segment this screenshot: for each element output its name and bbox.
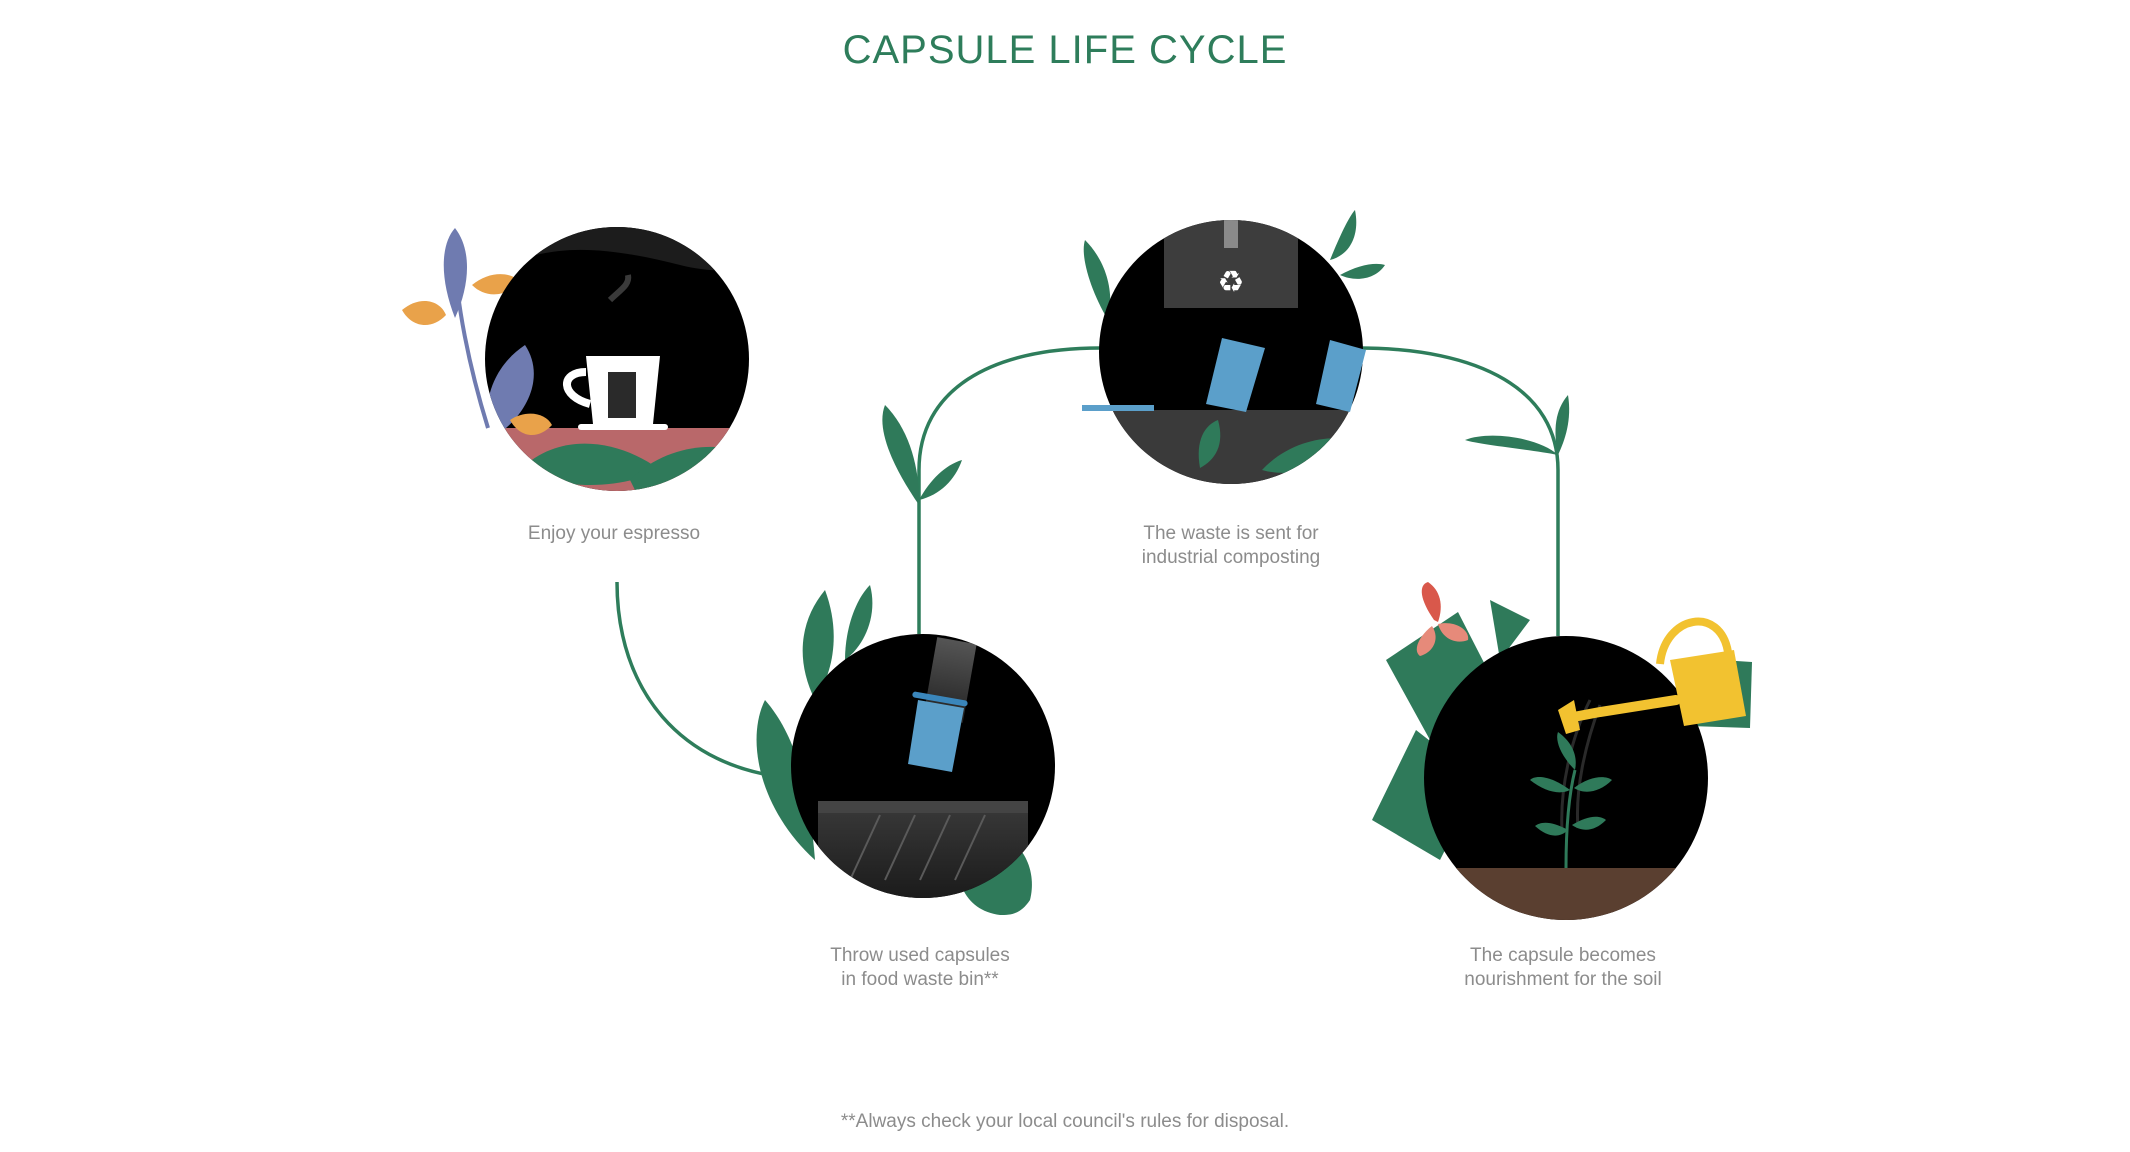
- step-1-caption-line-1: Enjoy your espresso: [527, 523, 701, 544]
- step-4-caption: The capsule becomes nourishment for the …: [1353, 944, 1773, 992]
- leaf-decoration: [1083, 210, 1385, 320]
- step-4-caption-line-1: The capsule becomes: [1470, 945, 1656, 966]
- page-title: CAPSULE LIFE CYCLE: [842, 28, 1288, 72]
- capsule-icon: [908, 691, 968, 772]
- recycle-icon: ♻: [1218, 265, 1245, 300]
- step-4-soil-illustration: [1372, 582, 1752, 920]
- disposal-footnote: **Always check your local council's rule…: [840, 1111, 1290, 1132]
- step-4-caption-line-2: nourishment for the soil: [1464, 969, 1662, 990]
- watering-can-icon: [1558, 617, 1746, 734]
- step-1-espresso-illustration: [402, 227, 749, 491]
- step-3-industrial-compost-illustration: ♻: [1082, 210, 1385, 484]
- step-1-caption: Enjoy your espresso: [404, 522, 824, 546]
- step-2-waste-bin-illustration: [756, 585, 1055, 915]
- step-3-caption-line-1: The waste is sent for: [1143, 523, 1319, 544]
- espresso-cup-icon: [563, 274, 668, 430]
- cycle-path: [615, 346, 1560, 780]
- path-leaves: [882, 395, 1570, 505]
- step-2-caption-line-1: Throw used capsules: [830, 945, 1010, 966]
- sprouting-plant-icon: [1530, 732, 1612, 869]
- svg-text:♻: ♻: [1218, 265, 1245, 300]
- step-2-caption-line-2: in food waste bin**: [841, 969, 999, 990]
- step-3-caption: The waste is sent for industrial compost…: [1021, 522, 1441, 570]
- flower-decoration: [402, 228, 520, 429]
- step-2-caption: Throw used capsules in food waste bin**: [710, 944, 1130, 992]
- capsule-icon: [1082, 338, 1366, 412]
- step-3-caption-line-2: industrial composting: [1141, 547, 1321, 568]
- butterfly-icon: [1416, 582, 1469, 656]
